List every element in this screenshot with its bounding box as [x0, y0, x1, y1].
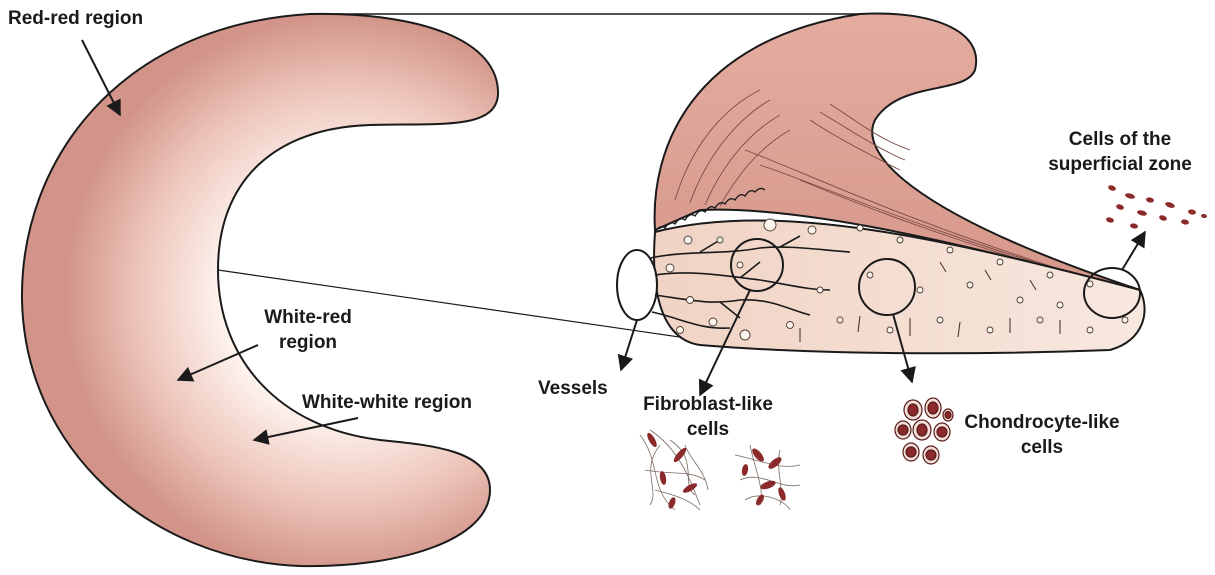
label-fibroblast-line1: Fibroblast-like	[638, 392, 778, 417]
label-chondrocyte-line2: cells	[962, 435, 1122, 460]
fibroblast-cells-cluster-1	[640, 430, 708, 510]
label-superficial-line2: superficial zone	[1040, 152, 1200, 177]
label-fibroblast-like-cells: Fibroblast-like cells	[638, 392, 778, 442]
label-white-red-region: White-red region	[262, 305, 354, 355]
label-chondrocyte-like-cells: Chondrocyte-like cells	[962, 410, 1122, 460]
vessel-tube-end	[617, 250, 657, 320]
label-superficial-zone-cells: Cells of the superficial zone	[1040, 127, 1200, 177]
label-white-red-line2: region	[262, 330, 354, 355]
meniscus-c-shape	[22, 14, 498, 566]
label-white-white-region: White-white region	[302, 390, 472, 415]
arrow-vessels	[621, 320, 637, 370]
superficial-cells-cluster	[1105, 184, 1207, 229]
label-red-red-region: Red-red region	[8, 6, 143, 31]
fibroblast-cells-cluster-2	[735, 445, 800, 510]
label-chondrocyte-line1: Chondrocyte-like	[962, 410, 1122, 435]
label-superficial-line1: Cells of the	[1040, 127, 1200, 152]
arrow-superficial	[1122, 232, 1145, 270]
label-fibroblast-line2: cells	[638, 417, 778, 442]
chondrocyte-cells-cluster	[895, 398, 953, 464]
label-white-red-line1: White-red	[262, 305, 354, 330]
label-vessels: Vessels	[538, 376, 608, 401]
